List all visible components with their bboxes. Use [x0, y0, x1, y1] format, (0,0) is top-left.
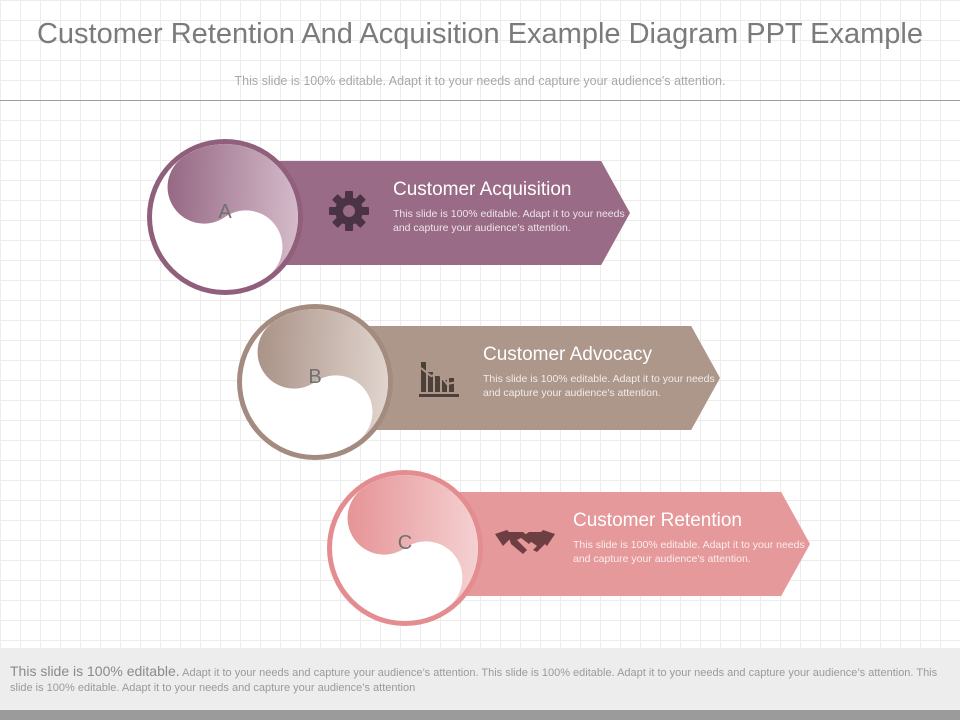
header-divider: [0, 100, 960, 101]
diagram-item-c: C Customer Retention This slide is 100% …: [325, 468, 815, 628]
item-letter: A: [218, 201, 232, 223]
slide-title: Customer Retention And Acquisition Examp…: [36, 18, 923, 50]
item-title: Customer Advocacy: [483, 344, 652, 365]
bar-chart-icon: [417, 354, 461, 398]
swirl-disc-c: [325, 468, 485, 628]
item-letter: C: [397, 532, 413, 554]
banner-advocacy: [360, 326, 720, 430]
item-title: Customer Acquisition: [393, 179, 572, 200]
item-description: This slide is 100% editable. Adapt it to…: [483, 373, 715, 399]
item-description: This slide is 100% editable. Adapt it to…: [573, 539, 805, 565]
diagram-item-b: B Customer Advocacy This slide is 100% e…: [235, 302, 725, 462]
footer-note: This slide is 100% editable. Adapt it to…: [0, 648, 960, 710]
handshake-icon: [493, 520, 557, 564]
bottom-bar: [0, 710, 960, 720]
swirl-disc-b: [235, 302, 395, 462]
item-title: Customer Retention: [573, 510, 742, 531]
banner-retention: [450, 492, 810, 596]
diagram-item-a: A Customer Acquisition This slide is 100…: [145, 137, 635, 297]
gear-icon: [327, 189, 371, 233]
item-letter: B: [308, 366, 322, 388]
slide-subtitle: This slide is 100% editable. Adapt it to…: [234, 74, 726, 88]
footer-lead: This slide is 100% editable.: [10, 663, 180, 679]
item-description: This slide is 100% editable. Adapt it to…: [393, 208, 625, 234]
swirl-disc-a: [145, 137, 305, 297]
footer-text: Adapt it to your needs and capture your …: [10, 667, 938, 694]
